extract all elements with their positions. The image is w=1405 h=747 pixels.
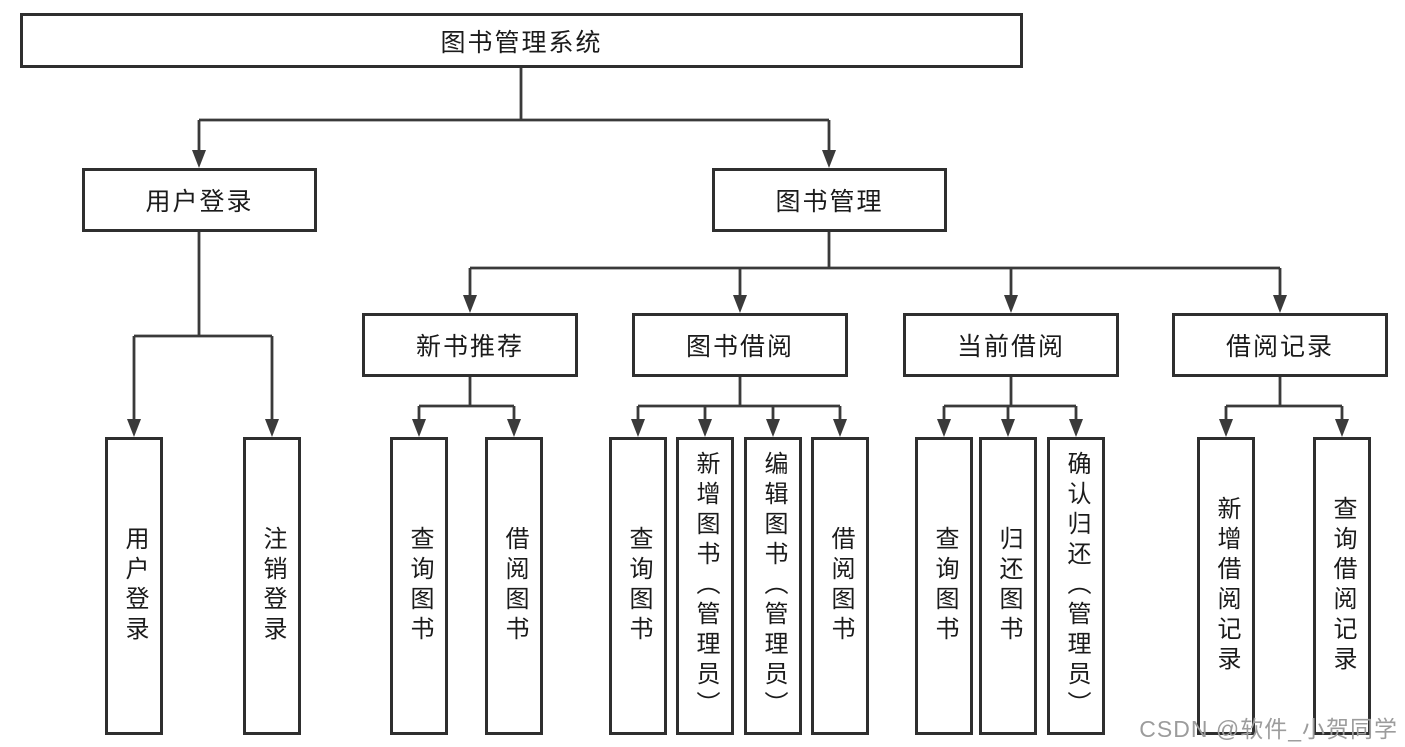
node-new-book-recommend: 新书推荐 <box>362 313 578 377</box>
node-system-root: 图书管理系统 <box>20 13 1023 68</box>
connector-user-login-branch <box>127 232 279 437</box>
connector-borrow-records-branch <box>1219 377 1349 437</box>
node-current-borrowing: 当前借阅 <box>903 313 1119 377</box>
leaf-bb-borrow-books: 借阅图书 <box>811 437 869 735</box>
leaf-nbr-query-books: 查询图书 <box>390 437 448 735</box>
leaf-user-login: 用户登录 <box>105 437 163 735</box>
node-book-borrowing: 图书借阅 <box>632 313 848 377</box>
connector-root-to-level2 <box>192 68 836 168</box>
leaf-cb-return-books: 归还图书 <box>979 437 1037 735</box>
leaf-bb-query-books: 查询图书 <box>609 437 667 735</box>
leaf-nbr-borrow-books: 借阅图书 <box>485 437 543 735</box>
leaf-logout: 注销登录 <box>243 437 301 735</box>
connector-book-borrowing-branch <box>631 377 847 437</box>
leaf-cb-query-books: 查询图书 <box>915 437 973 735</box>
node-borrow-records: 借阅记录 <box>1172 313 1388 377</box>
csdn-watermark: CSDN @软件_小贺同学 <box>1139 716 1398 742</box>
connector-book-management-branch <box>463 232 1287 313</box>
leaf-bb-edit-books-admin: 编辑图书（管理员） <box>744 437 802 735</box>
leaf-cb-confirm-return-admin: 确认归还（管理员） <box>1047 437 1105 735</box>
node-user-login: 用户登录 <box>82 168 317 232</box>
connector-current-borrowing-branch <box>937 377 1083 437</box>
connector-new-book-recommend-branch <box>412 377 521 437</box>
leaf-br-query-record: 查询借阅记录 <box>1313 437 1371 735</box>
leaf-br-add-record: 新增借阅记录 <box>1197 437 1255 735</box>
node-book-management: 图书管理 <box>712 168 947 232</box>
leaf-bb-add-books-admin: 新增图书（管理员） <box>676 437 734 735</box>
